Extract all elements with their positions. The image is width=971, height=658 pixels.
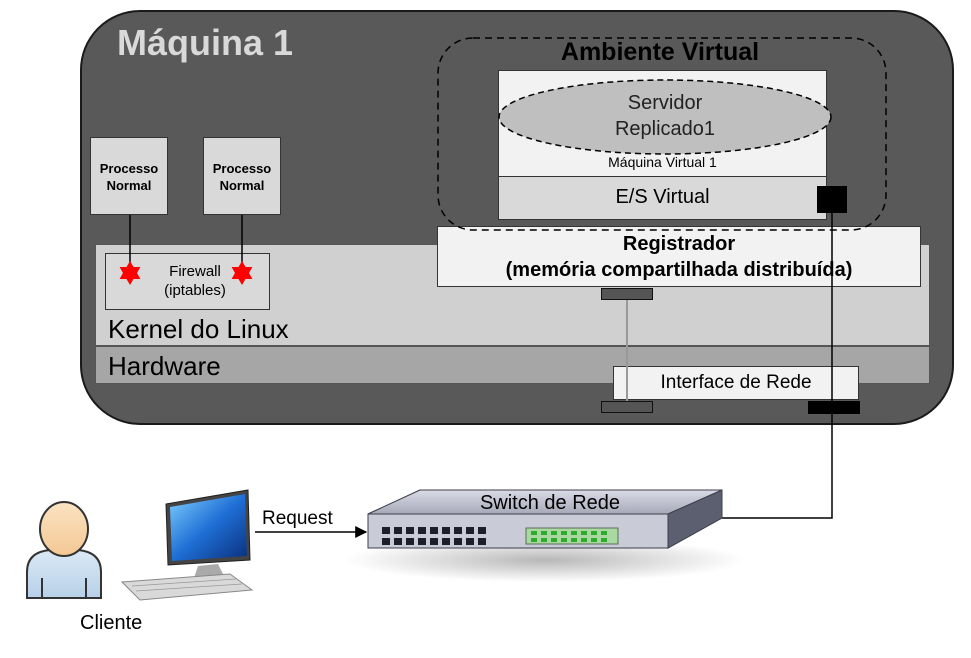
- registrador-label-line2: (memória compartilhada distribuída): [505, 259, 853, 281]
- process-label-line2: Normal: [106, 178, 152, 193]
- nic-port: [808, 401, 860, 414]
- switch-label: Switch de Rede: [479, 492, 621, 514]
- firewall-star-icon: [231, 261, 253, 285]
- server-label-line2: Replicado1: [614, 118, 716, 140]
- firewall-label-line1: Firewall: [169, 263, 221, 280]
- registrador-connector-bottom: [601, 401, 653, 413]
- process-label-line1: Processo: [212, 161, 272, 176]
- virtual-io-box: [498, 176, 827, 220]
- machine-title: Máquina 1: [117, 22, 294, 63]
- client-person-icon: [26, 501, 102, 599]
- process-label-line2: Normal: [219, 178, 265, 193]
- firewall-label-line2: (iptables): [164, 282, 226, 299]
- computer-icon: [120, 489, 254, 601]
- virtual-io-label: E/S Virtual: [615, 186, 710, 208]
- client-label: Cliente: [80, 612, 143, 634]
- kernel-label: Kernel do Linux: [108, 314, 289, 344]
- virtual-environment-title: Ambiente Virtual: [560, 38, 760, 66]
- network-interface-box: [613, 366, 859, 400]
- registrador-box: [437, 226, 921, 287]
- request-label: Request: [262, 508, 333, 529]
- firewall-label: Firewall (iptables): [140, 262, 250, 300]
- server-ellipse: [498, 79, 832, 155]
- server-label-line1: Servidor: [627, 92, 703, 114]
- switch-shadow: [345, 538, 745, 582]
- registrador-connector-top: [601, 288, 653, 300]
- firewall-star-icon: [119, 261, 141, 285]
- server-label: Servidor Replicado1: [540, 90, 790, 142]
- process-box-2: Processo Normal: [203, 137, 281, 215]
- registrador-label-line1: Registrador: [622, 233, 736, 255]
- process-box-1: Processo Normal: [90, 137, 168, 215]
- virtual-environment-outline: [437, 37, 887, 231]
- virtual-machine-label: Máquina Virtual 1: [608, 154, 717, 170]
- network-cable: [722, 200, 833, 519]
- registrador-label: Registrador (memória compartilhada distr…: [437, 231, 921, 283]
- hardware-label: Hardware: [108, 351, 221, 381]
- network-interface-label: Interface de Rede: [660, 372, 812, 393]
- network-switch-icon: [367, 489, 723, 549]
- process-label-line1: Processo: [99, 161, 159, 176]
